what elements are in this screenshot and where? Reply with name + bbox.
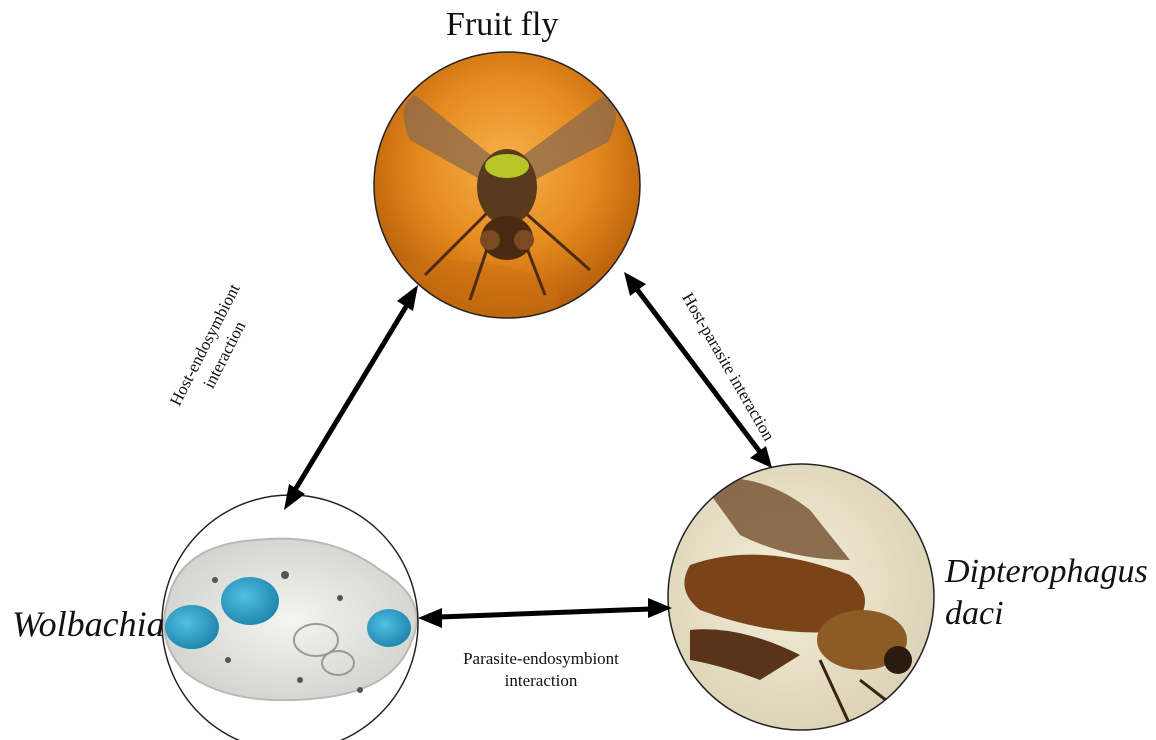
fruit-fly-label: Fruit fly — [446, 6, 558, 44]
dipterophagus-label-line1: Dipterophagus — [945, 553, 1148, 591]
parasite-endosymbiont-label-line1: Parasite-endosymbiont — [431, 648, 651, 670]
wolbachia-image — [162, 495, 418, 740]
wolbachia-label: Wolbachia — [12, 603, 165, 645]
dipterophagus-label-line2: daci — [945, 595, 1004, 633]
arrow-host-endosymbiont — [284, 285, 418, 510]
arrow-parasite-endosymbiont — [418, 598, 672, 628]
parasite-endosymbiont-label-line2: interaction — [431, 670, 651, 692]
fruit-fly-image — [320, 52, 640, 340]
dipterophagus-image — [668, 464, 934, 730]
parasite-endosymbiont-label: Parasite-endosymbiont interaction — [431, 648, 651, 692]
